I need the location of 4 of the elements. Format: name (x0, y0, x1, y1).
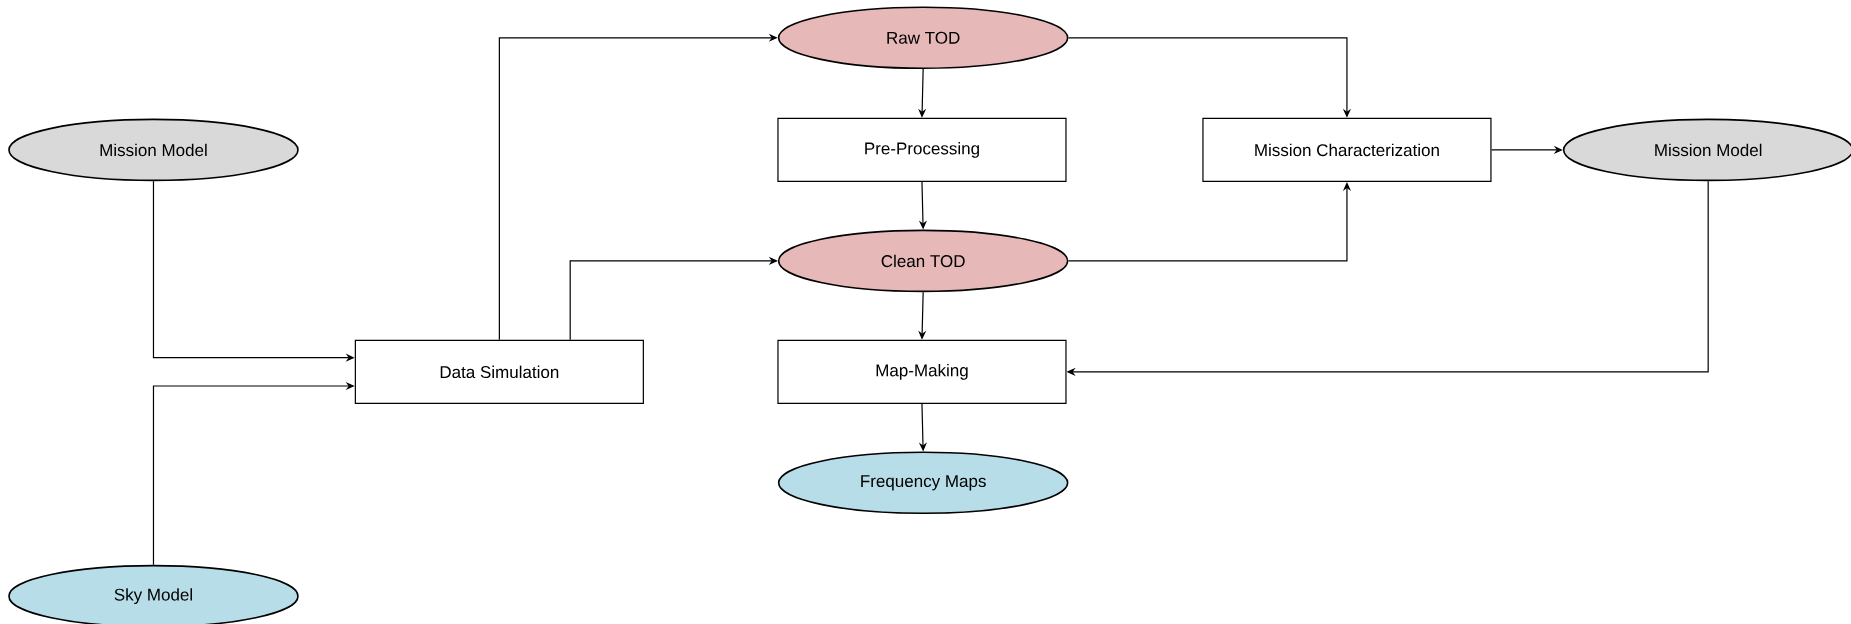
process-box: Mission Characterization (1202, 117, 1492, 182)
process-box: Pre-Processing (777, 117, 1067, 182)
process-box: Map-Making (777, 339, 1067, 404)
process-box: Data Simulation (354, 339, 644, 404)
